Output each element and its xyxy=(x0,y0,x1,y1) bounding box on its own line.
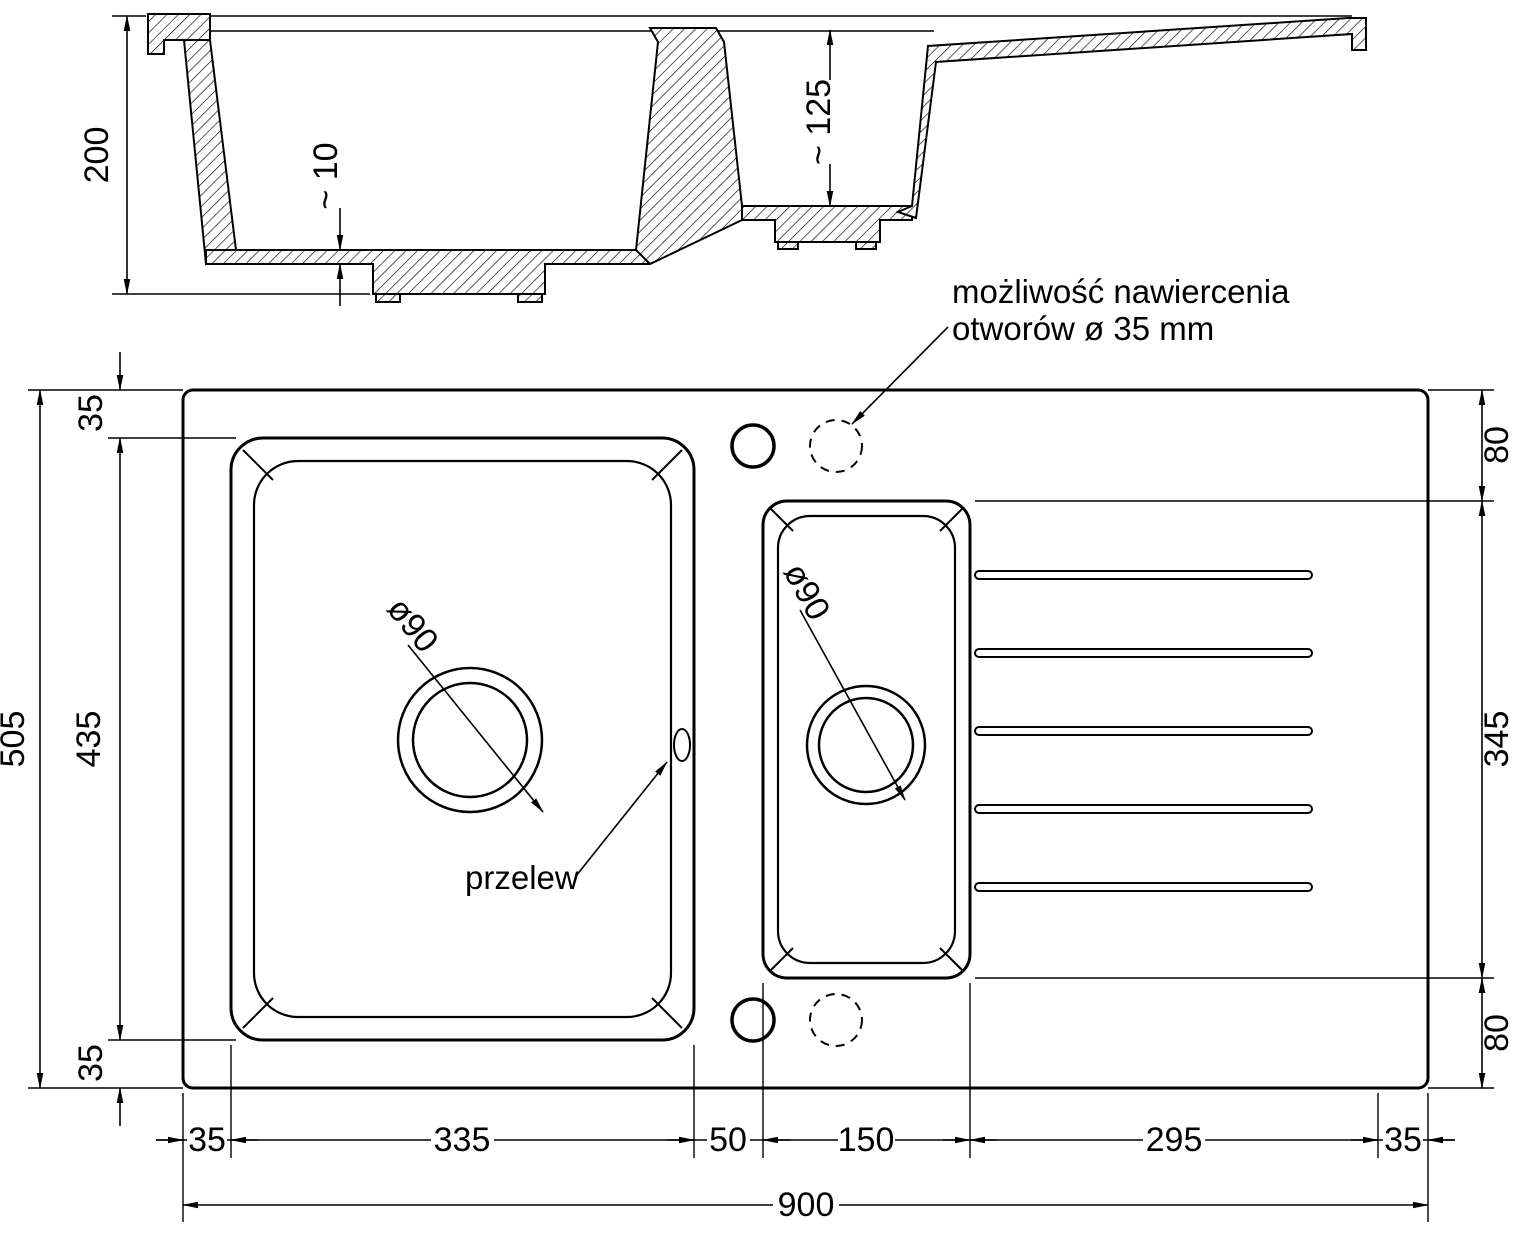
dim-35-top-label: 35 xyxy=(72,394,110,432)
dim-label-bg xyxy=(707,1125,750,1155)
drill-note-line1: możliwość nawiercenia xyxy=(952,273,1290,310)
main-drain-inner-circle xyxy=(411,681,529,799)
overflow-label: przelew xyxy=(465,859,579,896)
dim-10-label: ~ 10 xyxy=(307,142,345,209)
small-drain-leader-line xyxy=(799,609,906,801)
small-bowl-corner-ticks xyxy=(769,507,964,972)
drill-option-circle-bottom xyxy=(809,993,863,1047)
main-drain-leader-line xyxy=(407,644,544,813)
section-drainer-board xyxy=(895,17,1367,220)
section-small-drain-foot-right xyxy=(855,241,877,250)
plan-view: ø90 ø90 przelew możliwość nawiercenia ot… xyxy=(181,273,1430,1090)
dim-150-label: 150 xyxy=(838,1121,895,1159)
dim-295-label: 295 xyxy=(1146,1121,1203,1159)
dim-435-label: 435 xyxy=(70,711,108,768)
dim-label-bg xyxy=(1143,1125,1205,1155)
drill-note-leader-line xyxy=(851,326,949,425)
dim-80-top-label: 80 xyxy=(1478,426,1516,464)
dim-345-label: 345 xyxy=(1478,711,1516,768)
section-main-bowl-bottom xyxy=(205,249,649,295)
dim-335-label: 335 xyxy=(434,1121,491,1159)
drill-note-line2: otworów ø 35 mm xyxy=(952,310,1214,347)
dim-50-label: 50 xyxy=(709,1121,747,1159)
dim-125-label: ~ 125 xyxy=(800,79,838,165)
drainer-groove xyxy=(974,882,1313,892)
section-view: 200 ~ 10 ~ 125 xyxy=(78,13,1367,306)
extension-lines xyxy=(28,389,1494,1222)
section-left-wall xyxy=(182,39,238,266)
section-small-drain-foot-left xyxy=(777,241,799,250)
small-drain-inner-circle xyxy=(817,696,915,794)
dim-505-label: 505 xyxy=(0,711,32,768)
section-far-edge-lines xyxy=(206,15,1352,32)
overflow-ellipse xyxy=(673,728,691,762)
drainer-groove xyxy=(974,648,1313,658)
drainer-groove xyxy=(974,570,1313,580)
overflow-leader-line xyxy=(575,761,668,877)
drainer-groove xyxy=(974,804,1313,814)
plan-dimensions: 505 35 435 35 80 345 80 35 335 50 150 xyxy=(0,352,1516,1224)
dim-label-bg xyxy=(838,1125,895,1155)
drill-option-circle-top xyxy=(809,419,863,473)
dim-900-label: 900 xyxy=(778,1186,835,1224)
dim-80-bottom-label: 80 xyxy=(1478,1014,1516,1052)
section-main-drain-foot-left xyxy=(375,293,401,303)
drainer-grooves xyxy=(974,570,1313,892)
dim-label-bg xyxy=(431,1125,494,1155)
section-small-bowl-bottom xyxy=(741,205,913,243)
dim-label-bg xyxy=(773,1190,839,1220)
faucet-hole-bottom xyxy=(730,997,776,1043)
dim-35-left-label: 35 xyxy=(188,1121,226,1159)
dim-35-right-label: 35 xyxy=(1384,1121,1422,1159)
main-bowl-corner-ticks xyxy=(242,449,683,1029)
dim-35-bottom-label: 35 xyxy=(72,1044,110,1082)
section-divider-wall xyxy=(634,27,743,266)
dim-label-bg xyxy=(187,1125,227,1155)
section-main-drain-foot-right xyxy=(517,293,543,303)
dim-200-label: 200 xyxy=(78,127,116,184)
drainer-groove xyxy=(974,726,1313,736)
dim-label-bg xyxy=(1383,1125,1423,1155)
section-left-rim xyxy=(147,13,211,55)
faucet-hole-top xyxy=(730,423,776,469)
